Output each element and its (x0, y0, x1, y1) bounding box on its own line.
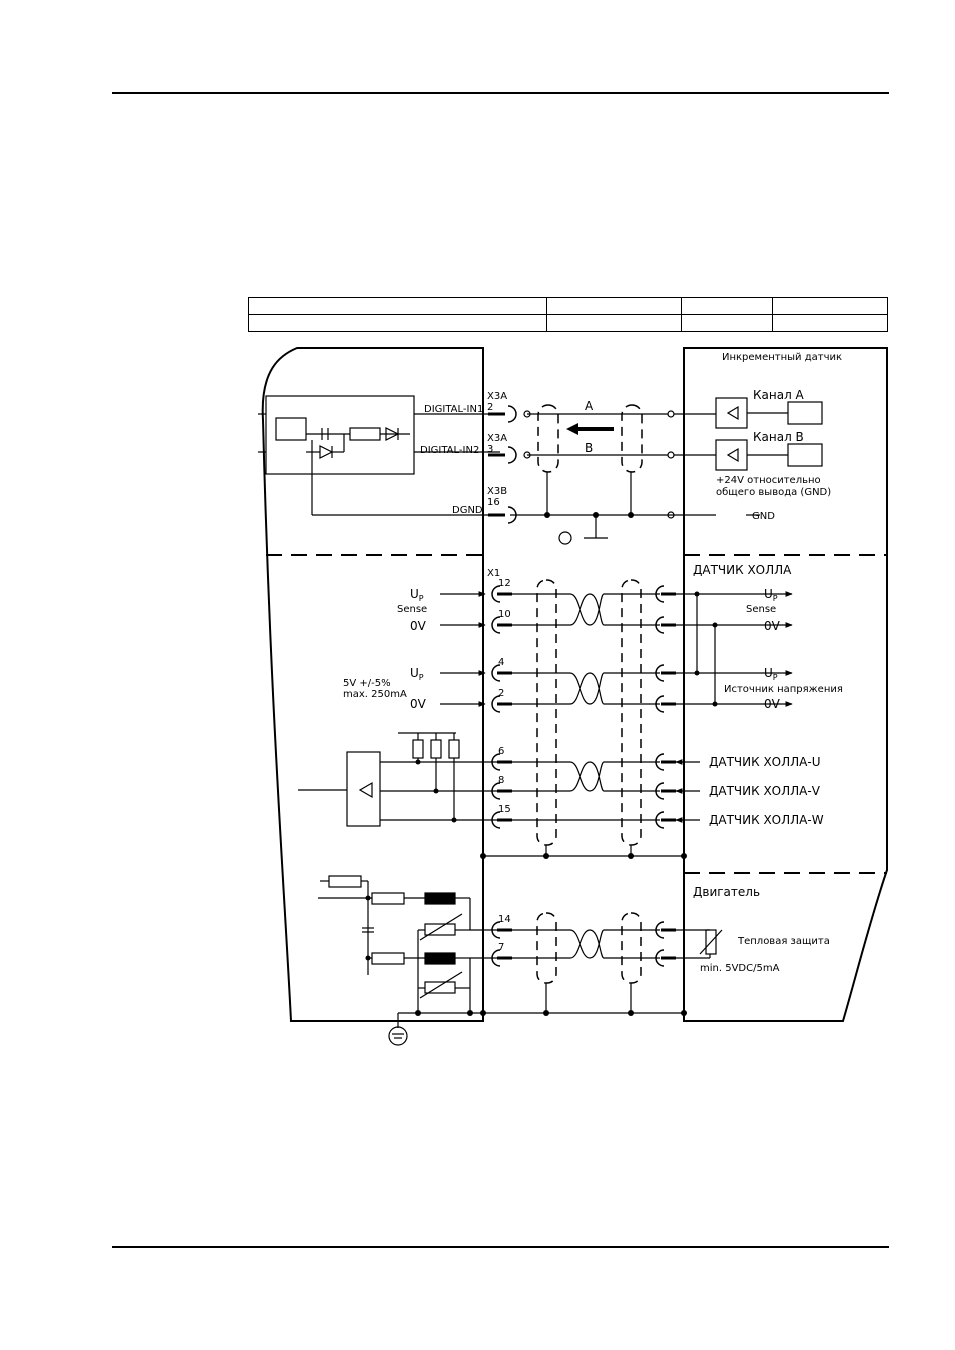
pin-label: 2 (487, 402, 493, 413)
supply-note-1: +24V относительно (716, 475, 821, 486)
channel-a-label: Канал A (753, 388, 805, 402)
digital-in1-label: DIGITAL-IN1 (424, 404, 483, 415)
input-block (265, 395, 415, 475)
connector-pin (507, 446, 517, 464)
channel-b-buffer (715, 439, 748, 471)
supply-spec: 5V +/-5% (343, 678, 391, 689)
twisted-pair (569, 593, 605, 626)
hall-title: ДАТЧИК ХОЛЛА (693, 563, 792, 577)
header-rule (112, 92, 889, 94)
gnd-label: GND (752, 511, 775, 522)
inductor-icon (424, 892, 456, 905)
pin-label: 12 (498, 578, 511, 589)
spec-table (248, 297, 888, 332)
diode-icon (319, 445, 334, 459)
footer-rule (112, 1246, 889, 1248)
pin-label: 15 (498, 804, 511, 815)
cable-shield (621, 912, 642, 984)
resistor-icon (349, 427, 381, 441)
resistor-icon (371, 892, 405, 905)
ground-icon (388, 1026, 408, 1046)
up-label: UP (764, 587, 778, 603)
resistor-icon (448, 739, 460, 759)
pin-label: 10 (498, 609, 511, 620)
connector-label: X3B (487, 486, 507, 497)
pin-label: 2 (498, 688, 504, 699)
diode-icon (385, 427, 400, 441)
connector-label: X3A (487, 391, 507, 402)
connector-label: X3A (487, 433, 507, 444)
twisted-pair (569, 672, 605, 705)
cable-shield (536, 579, 557, 846)
resistor-icon (412, 739, 424, 759)
connector-pin (507, 506, 517, 524)
pin-label: 7 (498, 942, 504, 953)
cable-shield (621, 404, 643, 473)
resistor-icon (430, 739, 442, 759)
twisted-pair (569, 929, 605, 959)
ov-label: 0V (764, 619, 781, 633)
pin-label: 8 (498, 775, 504, 786)
hall-w-label: ДАТЧИК ХОЛЛА-W (709, 813, 824, 827)
resistor-icon (371, 952, 405, 965)
resistor-icon (328, 875, 362, 888)
sense-label: Sense (746, 604, 776, 615)
pin-label: 3 (487, 444, 493, 455)
up-label: UP (410, 666, 424, 682)
thermistor-icon (705, 929, 717, 955)
pin-label: 16 (487, 497, 500, 508)
ground-icon (558, 531, 572, 545)
motor-title: Двигатель (693, 885, 760, 899)
table-row (248, 297, 888, 315)
thermal-label: Тепловая защита (737, 936, 830, 947)
cable-shield (536, 912, 557, 984)
voltage-source-label: Источник напряжения (724, 684, 843, 695)
twisted-pair (569, 761, 605, 792)
thermal-rating: min. 5VDC/5mA (700, 963, 780, 974)
supply-current: max. 250mA (343, 689, 407, 700)
channel-a-buffer (715, 397, 748, 429)
pin-label: 14 (498, 914, 511, 925)
hall-v-label: ДАТЧИК ХОЛЛА-V (709, 784, 821, 798)
digital-in2-label: DIGITAL-IN2 (420, 445, 479, 456)
hall-u-label: ДАТЧИК ХОЛЛА-U (709, 755, 821, 769)
pin-label: 6 (498, 746, 504, 757)
varistor-icon (424, 923, 456, 936)
x1-label: X1 (487, 568, 500, 579)
comparator-block (346, 751, 381, 827)
ov-label: 0V (410, 619, 427, 633)
pin-label: 4 (498, 657, 504, 668)
supply-note-2: общего вывода (GND) (716, 487, 831, 498)
optocoupler-icon (787, 401, 823, 425)
signal-b-label: B (585, 441, 593, 455)
up-label: UP (764, 666, 778, 682)
inductor-icon (424, 952, 456, 965)
drive-outline (261, 347, 484, 1022)
varistor-icon (424, 981, 456, 994)
table-row (248, 314, 888, 332)
ov-label: 0V (410, 697, 427, 711)
optocoupler-icon (275, 417, 307, 441)
direction-arrow (566, 423, 614, 435)
dgnd-label: DGND (452, 505, 483, 516)
table-cell (772, 314, 888, 332)
connector-pin (507, 405, 517, 423)
cable-shield (621, 579, 642, 846)
cable-shield (537, 404, 559, 473)
encoder-title: Инкрементный датчик (722, 352, 842, 363)
sense-label: Sense (397, 604, 427, 615)
signal-a-label: A (585, 399, 594, 413)
channel-b-label: Канал B (753, 430, 804, 444)
up-label: UP (410, 587, 424, 603)
ov-label: 0V (764, 697, 781, 711)
optocoupler-icon (787, 443, 823, 467)
